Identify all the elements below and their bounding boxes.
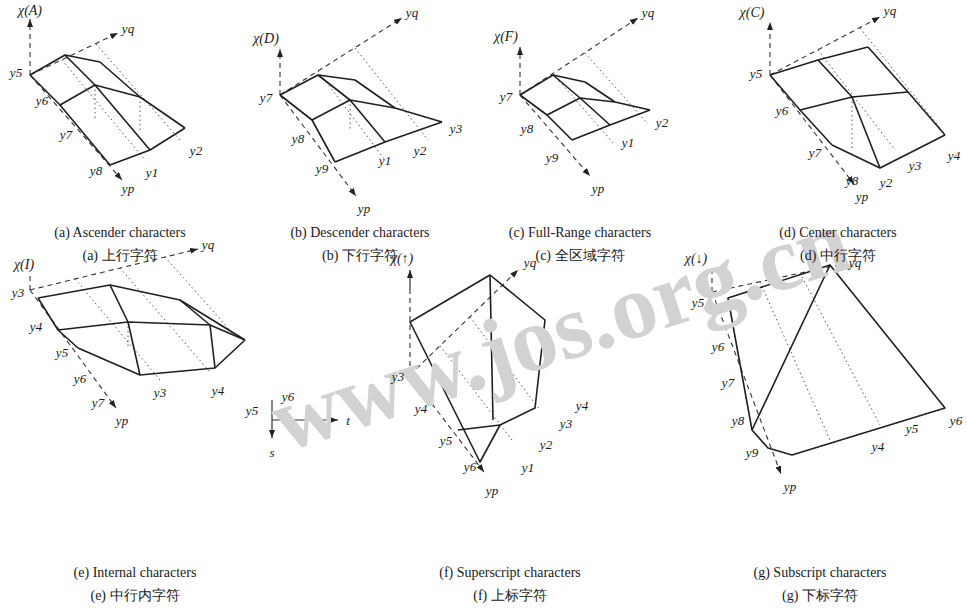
axis-label: y4 bbox=[212, 383, 224, 398]
axis-label: y5 bbox=[10, 65, 22, 80]
axis-label: y2 bbox=[880, 175, 892, 190]
axis-label: y7 bbox=[809, 145, 821, 160]
axis-label: y1 bbox=[146, 165, 158, 180]
axis-label: y8 bbox=[846, 173, 858, 188]
axis-label: yp bbox=[122, 181, 134, 196]
axis-label: y5 bbox=[440, 433, 452, 448]
plot-d bbox=[770, 17, 945, 184]
axis-label: y7 bbox=[92, 395, 104, 410]
axis-label: y9 bbox=[316, 161, 328, 176]
axis-label: s bbox=[269, 445, 274, 460]
axis-label: y2 bbox=[656, 115, 668, 130]
axis-label: χ(I) bbox=[14, 257, 34, 272]
caption-text: (f) Superscript characters bbox=[439, 564, 580, 581]
caption-text: (e) Internal characters bbox=[74, 564, 197, 581]
caption-text: (d) 中行字符 bbox=[800, 247, 876, 264]
caption-text: (a) 上行字符 bbox=[82, 247, 157, 264]
axis-label: t bbox=[346, 413, 350, 428]
axis-label: y8 bbox=[521, 121, 533, 136]
axis-label: y3 bbox=[450, 121, 462, 136]
axis-label: y8 bbox=[732, 413, 744, 428]
axis-label: yq bbox=[202, 237, 214, 252]
axis-label: y1 bbox=[379, 153, 391, 168]
axis-label: y4 bbox=[576, 398, 588, 413]
plot-a bbox=[30, 19, 185, 180]
axis-label: yq bbox=[524, 255, 536, 270]
axis-label: y7 bbox=[500, 89, 512, 104]
axis-label: y9 bbox=[546, 150, 558, 165]
plot-b bbox=[280, 18, 442, 196]
axis-label: y3 bbox=[154, 385, 166, 400]
caption-text: (f) 上标字符 bbox=[473, 587, 547, 604]
axis-label: y6 bbox=[282, 389, 294, 404]
axis-label: χ(A) bbox=[18, 2, 42, 17]
axis-label: yq bbox=[884, 3, 896, 18]
caption-text: (g) 下标字符 bbox=[782, 587, 858, 604]
axis-label: y7 bbox=[260, 90, 272, 105]
axis-label: y6 bbox=[712, 339, 724, 354]
caption-text: (b) Descender characters bbox=[290, 224, 429, 241]
axis-label: yp bbox=[856, 189, 868, 204]
caption-text: (c) 全区域字符 bbox=[535, 247, 624, 264]
axis-label: y5 bbox=[906, 421, 918, 436]
axis-label: y7 bbox=[60, 127, 72, 142]
axis-label: y2 bbox=[414, 143, 426, 158]
caption-text: (e) 中行内字符 bbox=[90, 587, 179, 604]
axis-label: χ(↓) bbox=[685, 251, 707, 266]
axis-label: yq bbox=[642, 5, 654, 20]
axis-label: y6 bbox=[74, 371, 86, 386]
axis-label: y6 bbox=[36, 93, 48, 108]
axis-label: yp bbox=[116, 413, 128, 428]
axis-label: y5 bbox=[246, 403, 258, 418]
axis-label: y4 bbox=[30, 319, 42, 334]
axis-label: y3 bbox=[392, 369, 404, 384]
axis-label: y6 bbox=[464, 459, 476, 474]
axis-label: y3 bbox=[909, 158, 921, 173]
axis-label: y5 bbox=[692, 295, 704, 310]
axis-label: χ(F) bbox=[494, 29, 518, 44]
axis-label: y4 bbox=[872, 439, 884, 454]
plot-c bbox=[520, 18, 650, 176]
caption-text: (g) Subscript characters bbox=[754, 564, 887, 581]
axis-label: y7 bbox=[722, 375, 734, 390]
axis-label: y3 bbox=[12, 285, 24, 300]
axis-label: yp bbox=[486, 483, 498, 498]
axis-label: y5 bbox=[56, 345, 68, 360]
caption-text: (b) 下行字符 bbox=[322, 247, 398, 264]
axis-label: y4 bbox=[948, 148, 960, 163]
axis-label: yp bbox=[592, 181, 604, 196]
axis-label: yp bbox=[358, 201, 370, 216]
axis-label: yq bbox=[849, 255, 861, 270]
axis-label: y9 bbox=[746, 445, 758, 460]
axis-label: y2 bbox=[540, 437, 552, 452]
caption-text: (c) Full-Range characters bbox=[509, 224, 651, 241]
axis-label: y8 bbox=[90, 163, 102, 178]
axis-label: y1 bbox=[522, 460, 534, 475]
axis-label: y2 bbox=[190, 143, 202, 158]
axis-label: yp bbox=[784, 479, 796, 494]
axis-label: y8 bbox=[292, 131, 304, 146]
axis-label: y5 bbox=[750, 66, 762, 81]
caption-text: (d) Center characters bbox=[779, 224, 896, 241]
axis-label: y3 bbox=[560, 416, 572, 431]
axis-label: χ(C) bbox=[740, 5, 765, 20]
axis-label: yq bbox=[406, 5, 418, 20]
axis-label: yq bbox=[122, 21, 134, 36]
axis-label: y1 bbox=[622, 135, 634, 150]
axis-label: χ(↑) bbox=[391, 251, 413, 266]
axis-label: y6 bbox=[950, 413, 962, 428]
axis-label: y6 bbox=[776, 103, 788, 118]
caption-text: (a) Ascender characters bbox=[54, 224, 185, 241]
axis-label: y4 bbox=[415, 401, 427, 416]
axis-label: χ(D) bbox=[253, 31, 279, 46]
